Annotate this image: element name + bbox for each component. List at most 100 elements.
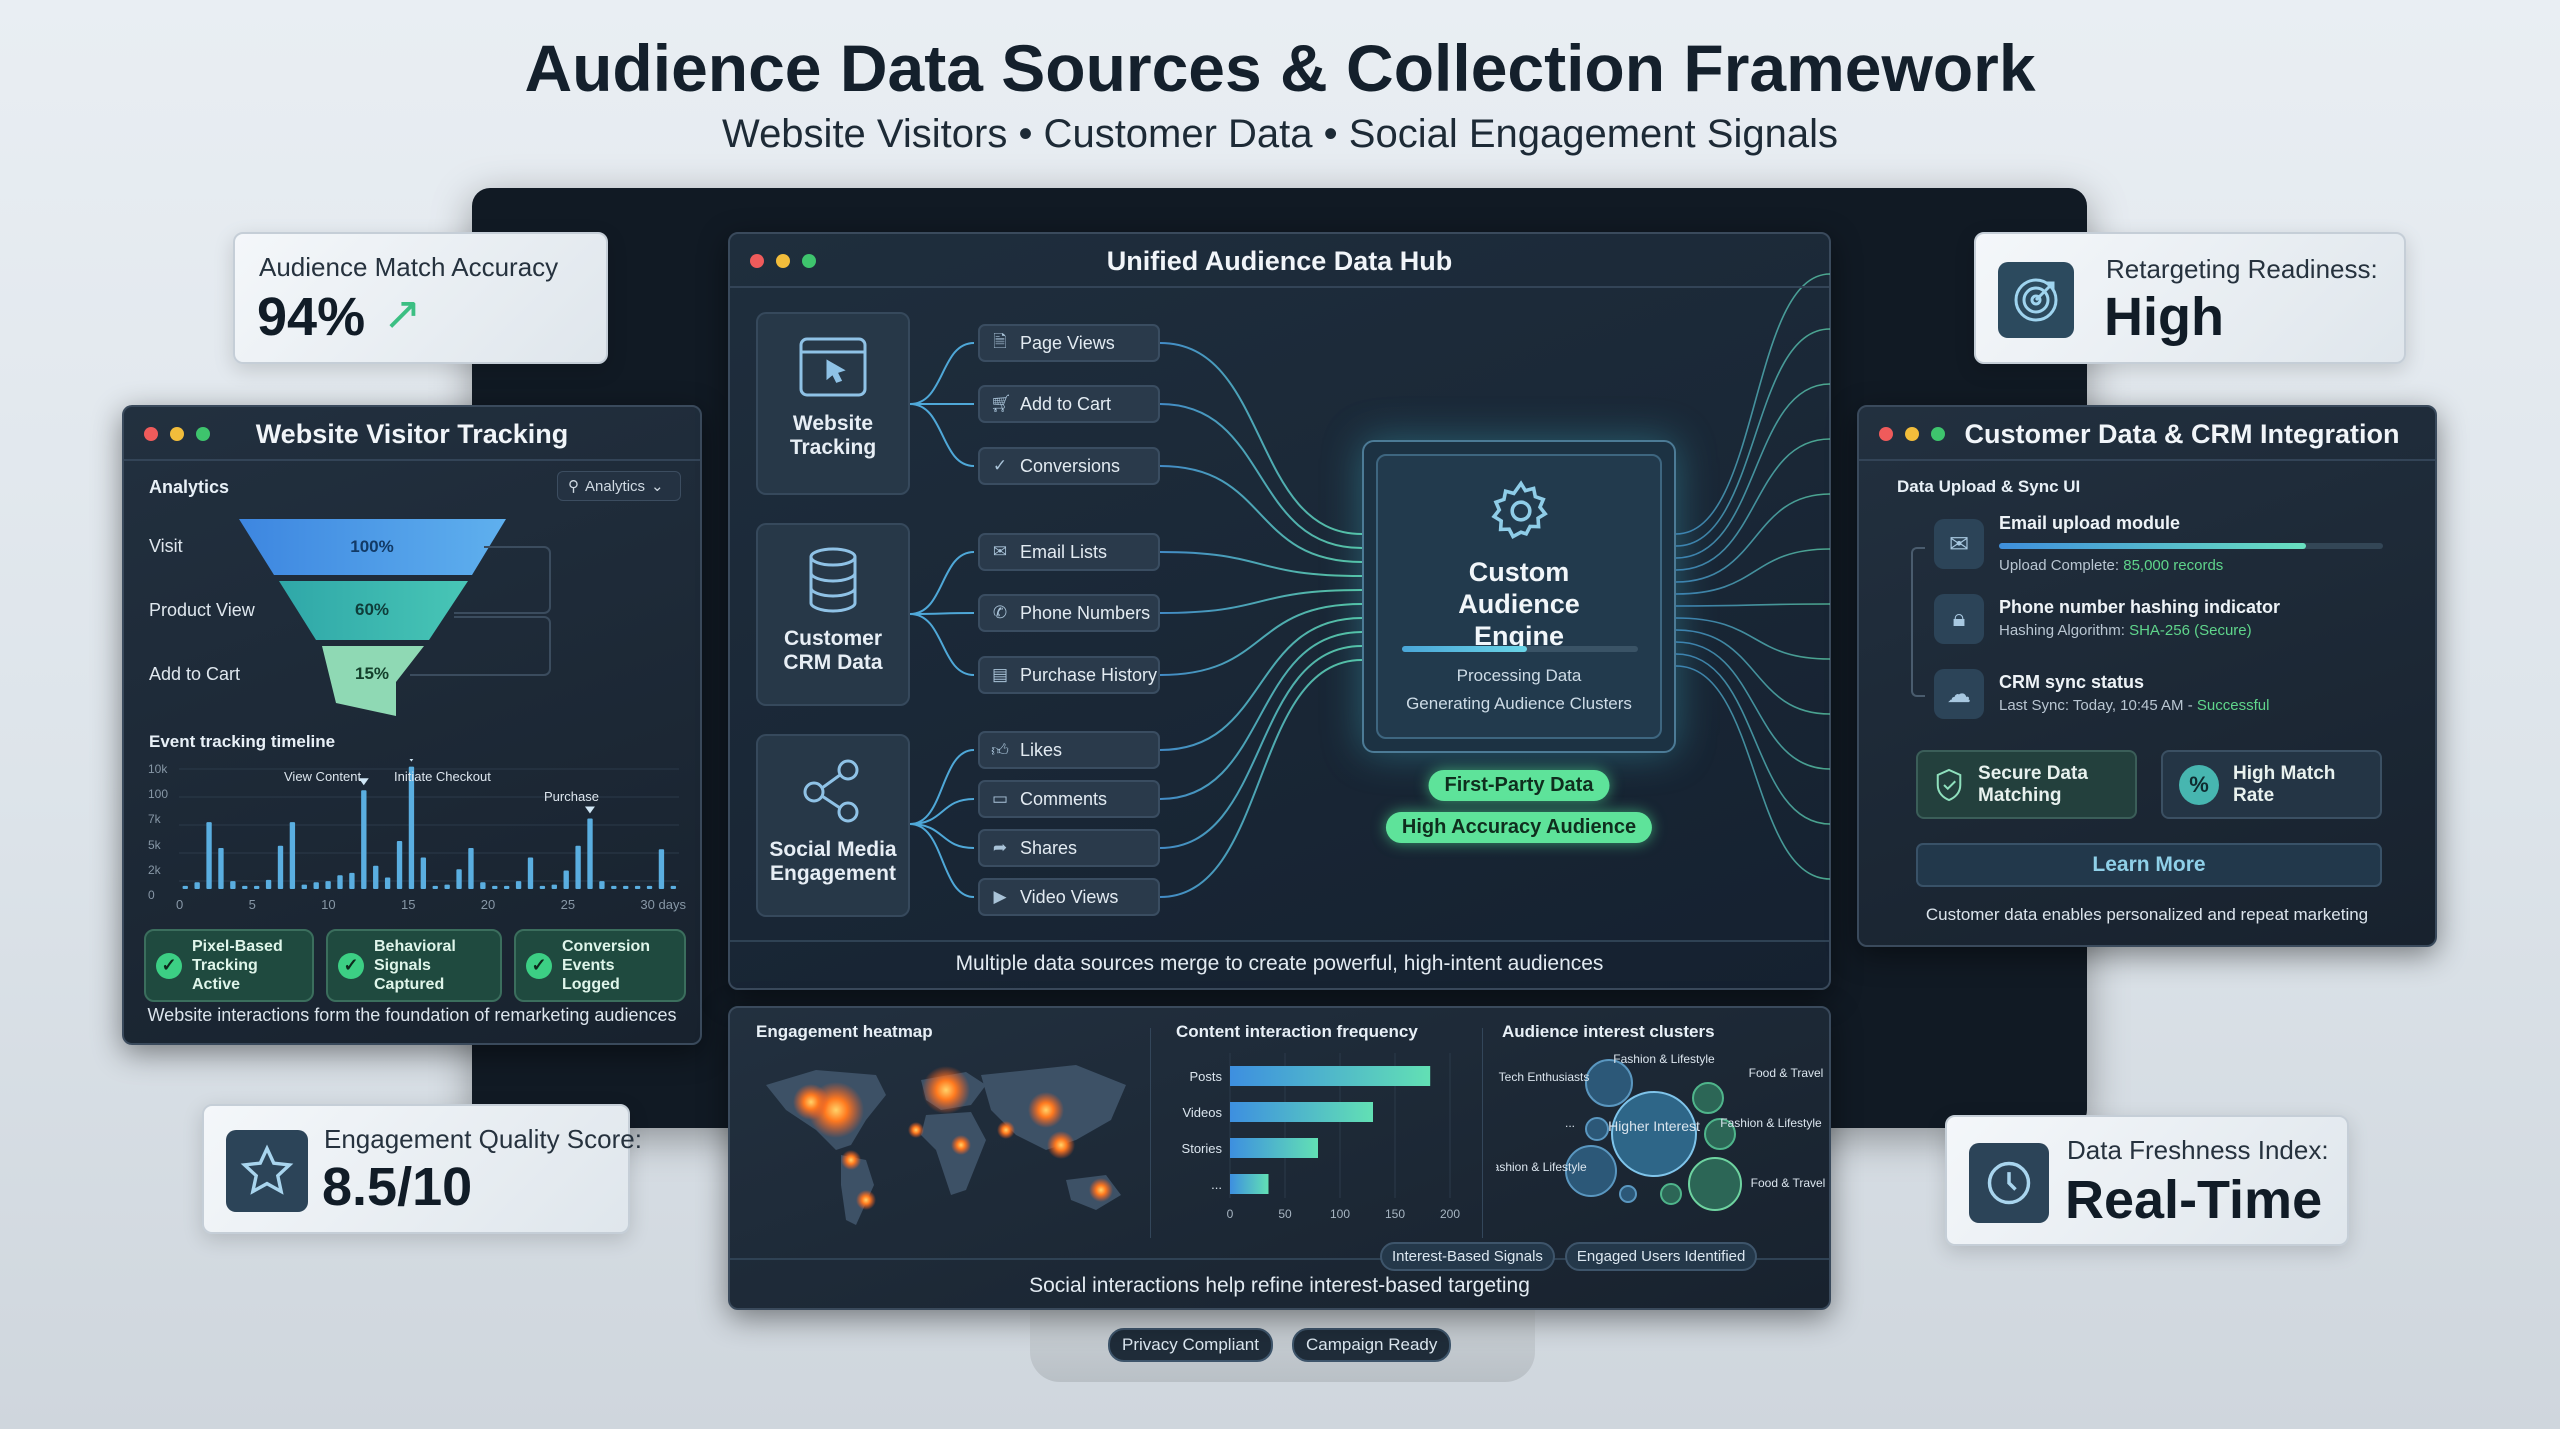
source-website-tracking[interactable]: Website Tracking [756, 312, 910, 495]
cluster-label: Food & Travel [1749, 1066, 1824, 1080]
timeline-bar [480, 882, 486, 889]
event-marker [358, 778, 369, 786]
close-window-button[interactable] [144, 427, 158, 441]
timeline-bar [611, 885, 617, 889]
row-status: Last Sync: Today, 10:45 AM - Successful [1999, 697, 2269, 714]
frequency-bar [1230, 1174, 1269, 1194]
minimize-window-button[interactable] [1905, 427, 1919, 441]
timeline-bar [658, 849, 665, 889]
timeline-bar [242, 885, 248, 889]
timeline-bar [337, 875, 343, 889]
interest-clusters-chart: Higher Interest Tech Enthusiasts Fashion… [1496, 1052, 1825, 1211]
flow-line [1159, 603, 1363, 676]
item-comments[interactable]: ▭Comments [978, 780, 1160, 818]
stat-label: Engagement Quality Score: [324, 1124, 642, 1154]
source-arrow [909, 613, 975, 676]
share-arrow-icon: ➦ [992, 838, 1008, 857]
conversion-funnel [239, 519, 551, 716]
audience-match-accuracy-card: Audience Match Accuracy 94% ↗ [233, 232, 608, 364]
status-prefix: Last Sync: Today, 10:45 AM - [1999, 697, 2197, 714]
item-conversions[interactable]: ✓Conversions [978, 447, 1160, 485]
timeline-bar [218, 848, 224, 889]
item-page-views[interactable]: 🗎Page Views [978, 324, 1160, 362]
status-prefix: Hashing Algorithm: [1999, 622, 2130, 639]
item-phone-numbers[interactable]: ✆Phone Numbers [978, 594, 1160, 632]
engaged-users-tag: Engaged Users Identified [1564, 1242, 1758, 1271]
marker-view-content: View Content [284, 769, 362, 784]
analytics-dropdown[interactable]: ⚲Analytics⌄ [557, 471, 681, 501]
higher-interest-bubble [1611, 1091, 1697, 1177]
source-customer-crm[interactable]: Customer CRM Data [756, 523, 910, 706]
timeline-bar [551, 884, 557, 889]
marker-purchase: Purchase [544, 789, 599, 804]
category-label: Posts [1189, 1069, 1222, 1084]
thumbs-up-icon: 👍︎ [991, 740, 1009, 760]
item-add-to-cart[interactable]: 🛒︎Add to Cart [978, 385, 1160, 423]
item-label: Likes [1020, 739, 1063, 760]
learn-more-button[interactable]: Learn More [1916, 843, 2382, 887]
share-icon [803, 759, 859, 823]
maximize-window-button[interactable] [196, 427, 210, 441]
item-label: Purchase History [1020, 664, 1158, 685]
flow-line [1159, 617, 1363, 751]
database-icon [809, 547, 857, 613]
page-subtitle: Website Visitors • Customer Data • Socia… [722, 112, 1838, 156]
event-timeline-chart [179, 759, 679, 889]
source-arrow [909, 612, 975, 615]
item-video-views[interactable]: ▶Video Views [978, 878, 1160, 916]
play-icon: ▶ [993, 887, 1007, 906]
close-window-button[interactable] [1879, 427, 1893, 441]
cluster-bubble [1692, 1082, 1724, 1114]
flow-line [1159, 551, 1363, 577]
stat-label: Data Freshness Index: [2067, 1135, 2329, 1165]
flow-line [1675, 665, 1831, 880]
event-marker [409, 759, 414, 762]
x-tick: 30 days [640, 897, 686, 912]
check-icon: ✓ [526, 952, 552, 979]
item-shares[interactable]: ➦ Shares [978, 829, 1160, 867]
stat-label: Audience Match Accuracy [259, 252, 559, 282]
flow-line [1675, 493, 1831, 583]
timeline-bar [265, 879, 272, 889]
phone-icon: ✆ [992, 603, 1008, 622]
minimize-window-button[interactable] [776, 254, 790, 268]
timeline-bar [623, 885, 629, 889]
close-window-button[interactable] [750, 254, 764, 268]
source-social-media[interactable]: Social Media Engagement [756, 734, 910, 917]
status-value: Successful [2196, 697, 2270, 714]
timeline-bar [349, 872, 355, 889]
mail-icon: ✉ [1934, 519, 1984, 569]
clock-icon [1969, 1143, 2049, 1223]
timeline-bar [492, 885, 498, 889]
timeline-bar [527, 857, 534, 889]
timeline-bar [468, 848, 474, 889]
timeline-bar [456, 869, 462, 889]
crm-integration-panel: Customer Data & CRM Integration Data Upl… [1857, 405, 2437, 947]
engagement-quality-card: Engagement Quality Score: 8.5/10 [202, 1104, 642, 1234]
maximize-window-button[interactable] [802, 254, 816, 268]
status-value: 85,000 records [2123, 557, 2224, 574]
cluster-bubble [1585, 1059, 1633, 1107]
engagement-heatmap [766, 1065, 1126, 1225]
timeline-bar [361, 790, 367, 889]
item-likes[interactable]: 👍︎ Likes [978, 731, 1160, 769]
maximize-window-button[interactable] [1931, 427, 1945, 441]
timeline-bar [396, 840, 403, 889]
social-tags: Interest-Based Signals Engaged Users Ide… [1380, 1242, 1758, 1271]
item-purchase-history[interactable]: ▤Purchase History [978, 656, 1160, 694]
item-email-lists[interactable]: ✉Email Lists [978, 533, 1160, 571]
monitor-stand [1030, 1300, 1535, 1382]
percent-badge-icon: % [2179, 764, 2219, 805]
funnel-stage-add-to-cart [322, 646, 424, 716]
target-icon [1998, 262, 2074, 338]
panel-title: Unified Audience Data Hub [1106, 246, 1453, 276]
x-tick: 25 [560, 897, 576, 912]
flow-line [1675, 603, 1831, 607]
minimize-window-button[interactable] [170, 427, 184, 441]
item-label: Shares [1020, 837, 1078, 858]
badge-label: Pixel-Based Tracking Active [192, 938, 283, 993]
source-arrow [909, 823, 975, 898]
email-upload-progress [1999, 543, 2383, 549]
chevron-down-icon: ⌄ [651, 478, 664, 495]
